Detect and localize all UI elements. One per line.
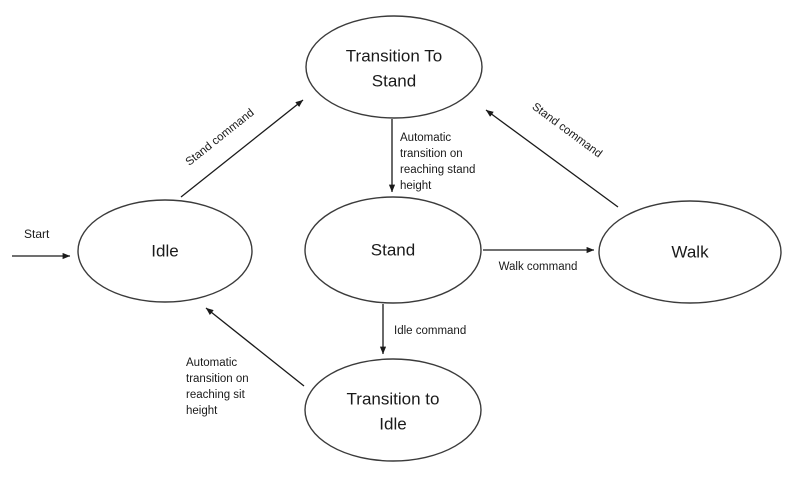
edge-label-stand-command-right: Stand command bbox=[530, 101, 604, 160]
edge-stand-to-transition-to-idle: Idle command bbox=[379, 304, 466, 355]
edge-label-auto-sit-line1: Automatic bbox=[186, 357, 237, 369]
edge-line-stand-command-left bbox=[180, 99, 304, 198]
edge-label-auto-sit-line4: height bbox=[186, 405, 218, 417]
node-label-idle: Idle bbox=[151, 241, 178, 260]
edge-label-auto-stand-line4: height bbox=[400, 180, 432, 192]
node-label-stand: Stand bbox=[371, 240, 415, 259]
edge-label-auto-stand-line1: Automatic bbox=[400, 132, 451, 144]
edge-transition-to-stand-to-stand: Automatic transition on reaching stand h… bbox=[388, 119, 475, 193]
state-node-stand[interactable]: Stand bbox=[304, 196, 482, 304]
start-label: Start bbox=[24, 227, 50, 241]
edge-walk-to-transition-to-stand: Stand command bbox=[485, 101, 619, 208]
state-node-transition-to-stand[interactable]: Transition To Stand bbox=[305, 15, 483, 119]
state-node-transition-to-idle[interactable]: Transition to Idle bbox=[304, 358, 482, 462]
node-label-transition-to-stand-line1: Transition To bbox=[346, 46, 442, 65]
edge-label-walk-command: Walk command bbox=[499, 261, 578, 273]
edge-label-auto-sit-line3: reaching sit bbox=[186, 389, 246, 401]
edge-stand-to-walk: Walk command bbox=[483, 246, 595, 273]
state-node-walk[interactable]: Walk bbox=[598, 200, 782, 304]
edge-label-auto-stand-line2: transition on bbox=[400, 148, 463, 160]
node-shape-transition-to-stand[interactable] bbox=[305, 15, 483, 119]
state-node-idle[interactable]: Idle bbox=[77, 199, 253, 303]
edge-label-stand-command-left: Stand command bbox=[184, 107, 257, 169]
edge-label-auto-stand-line3: reaching stand bbox=[400, 164, 475, 176]
node-shape-walk[interactable] bbox=[598, 200, 782, 304]
node-label-walk: Walk bbox=[671, 242, 709, 261]
edge-label-auto-sit-line2: transition on bbox=[186, 373, 249, 385]
node-label-transition-to-idle-line1: Transition to bbox=[347, 389, 440, 408]
node-shape-transition-to-idle[interactable] bbox=[304, 358, 482, 462]
node-shape-stand[interactable] bbox=[304, 196, 482, 304]
node-label-transition-to-stand-line2: Stand bbox=[372, 71, 416, 90]
start-marker-group: Start bbox=[12, 227, 71, 260]
edge-line-stand-command-right bbox=[485, 109, 619, 208]
edge-transition-to-idle-to-idle: Automatic transition on reaching sit hei… bbox=[186, 307, 305, 417]
node-label-transition-to-idle-line2: Idle bbox=[379, 414, 406, 433]
edge-line-auto-sit bbox=[205, 307, 305, 387]
edge-idle-to-transition-to-stand: Stand command bbox=[180, 99, 304, 198]
edge-label-idle-command: Idle command bbox=[394, 325, 466, 337]
node-shape-idle[interactable] bbox=[77, 199, 253, 303]
